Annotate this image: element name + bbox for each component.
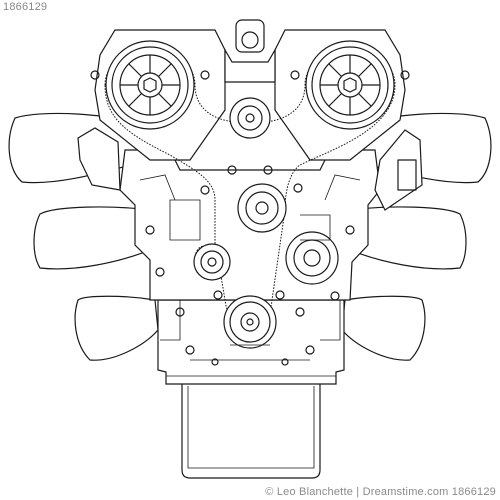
water-pump-pulley bbox=[237, 183, 287, 233]
watermark-bottom: © Leo Blanchette | Dreamstime.com 186612… bbox=[265, 486, 496, 498]
timing-belt bbox=[104, 50, 396, 327]
bolts bbox=[90, 70, 410, 366]
oil-pan bbox=[181, 381, 321, 479]
fan-blade-left-middle bbox=[33, 206, 151, 270]
upper-idler-pulley bbox=[229, 97, 271, 139]
fan-blade-left-lower bbox=[74, 295, 159, 361]
right-sensor bbox=[397, 159, 417, 191]
block-details bbox=[139, 174, 361, 361]
valley-cover bbox=[224, 47, 276, 83]
fan-blade-right-lower bbox=[341, 295, 426, 361]
cam-sprocket-left bbox=[105, 40, 195, 130]
tensioner-pulley bbox=[193, 243, 231, 281]
left-bracket bbox=[77, 127, 121, 191]
watermark-top: 1866129 bbox=[3, 1, 48, 13]
fan-blade-right-middle bbox=[349, 206, 467, 270]
cam-sprocket-right bbox=[305, 40, 395, 130]
thermostat-housing bbox=[235, 19, 265, 53]
crankshaft-sprocket bbox=[223, 295, 277, 349]
